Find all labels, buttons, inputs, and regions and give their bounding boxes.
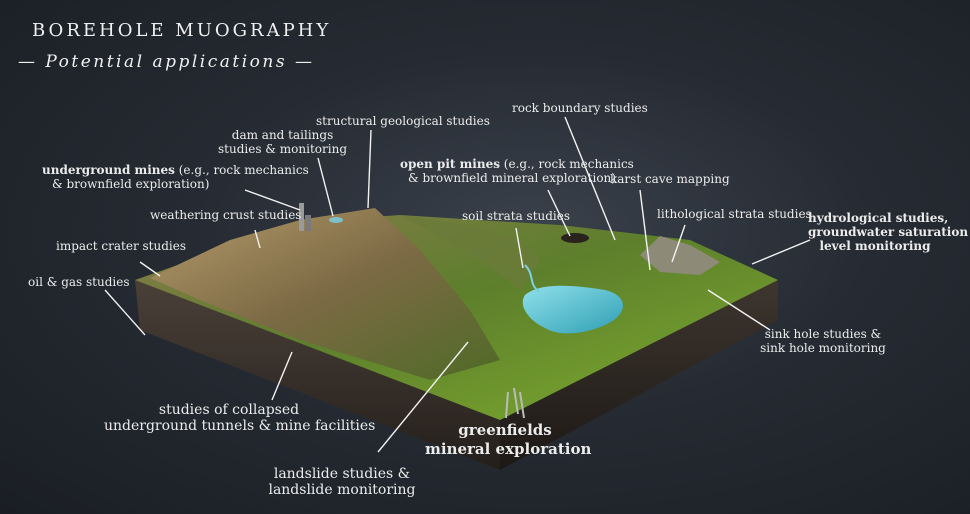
label-weathering-crust: weathering crust studies [150, 208, 302, 222]
soil-block-right-face [500, 280, 778, 470]
label-soil-strata: soil strata studies [462, 209, 571, 223]
diagram-title: BOREHOLE MUOGRAPHY [32, 20, 332, 41]
label-greenfields: greenfields mineral exploration [425, 421, 592, 458]
label-karst-cave: karst cave mapping [610, 172, 730, 186]
label-sink-hole: sink hole studies & sink hole monitoring [760, 327, 886, 355]
tailings-pond [329, 217, 343, 223]
river [524, 264, 541, 293]
label-dam-tailings: dam and tailings studies & monitoring [218, 128, 347, 156]
label-underground-mines: underground mines (e.g., rock mechanics … [42, 163, 309, 191]
soil-block-left-face [135, 280, 500, 470]
label-lithological-strata: lithological strata studies [657, 207, 812, 221]
leader-lines [104, 116, 811, 453]
greenfield-boreholes [505, 387, 525, 419]
karst-ridge [640, 236, 720, 275]
diagram-subtitle: — Potential applications — [18, 52, 315, 72]
open-pit [561, 233, 589, 243]
label-structural-geological: structural geological studies [316, 114, 490, 128]
label-hydrological: hydrological studies, groundwater satura… [808, 211, 969, 253]
left-mountain [150, 208, 500, 380]
right-ridge [400, 215, 540, 290]
lake [522, 285, 624, 334]
label-landslide: landslide studies & landslide monitoring [268, 466, 416, 498]
label-impact-crater: impact crater studies [56, 239, 186, 253]
label-oil-gas: oil & gas studies [28, 275, 130, 289]
label-collapsed-tunnels: studies of collapsed underground tunnels… [104, 402, 376, 434]
mine-headframe [299, 203, 304, 231]
label-open-pit-mines: open pit mines (e.g., rock mechanics & b… [400, 157, 634, 185]
label-rock-boundary: rock boundary studies [512, 101, 648, 115]
